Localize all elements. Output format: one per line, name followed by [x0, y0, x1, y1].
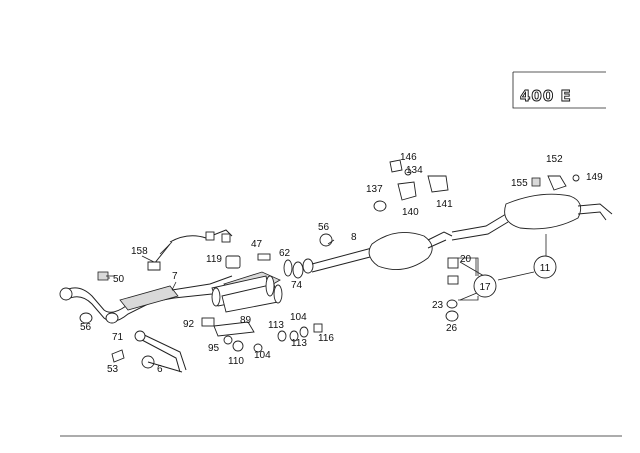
callout-circle-17: 17 [473, 274, 497, 298]
callout-149: 149 [586, 172, 603, 183]
pipe-6 [134, 330, 187, 373]
callout-71: 71 [112, 332, 124, 343]
callout-circle-11: 11 [533, 255, 557, 279]
hanger-17 [445, 257, 477, 322]
bolt-50 [97, 271, 114, 281]
callout-152: 152 [546, 154, 563, 165]
leader-lines [108, 234, 547, 301]
callout-158: 158 [131, 246, 148, 257]
callout-116: 116 [318, 333, 334, 344]
center-pipe [311, 233, 375, 273]
callout-26: 26 [446, 323, 458, 334]
callout-56-lower: 56 [80, 322, 92, 333]
callout-141: 141 [436, 199, 453, 210]
callout-155: 155 [511, 178, 528, 189]
bolt-53 [111, 349, 125, 363]
callout-53: 53 [107, 364, 119, 375]
callout-92: 92 [183, 319, 195, 330]
callout-140: 140 [402, 207, 419, 218]
callout-11: 11 [540, 263, 551, 274]
clamp-56 [79, 312, 93, 324]
callout-23: 23 [432, 300, 444, 311]
callout-104-lower: 104 [254, 350, 271, 361]
callout-8: 8 [351, 232, 357, 243]
callout-17: 17 [479, 282, 491, 293]
callout-137: 137 [366, 184, 383, 195]
front-pipe [59, 285, 179, 324]
model-badge: 400 E [512, 71, 606, 109]
callout-62: 62 [279, 248, 291, 259]
callout-20: 20 [460, 254, 472, 265]
callout-134: 134 [406, 165, 423, 176]
callout-113-right: 113 [291, 338, 307, 349]
callout-7: 7 [172, 271, 178, 282]
bracket-89 [201, 317, 263, 353]
callout-50: 50 [113, 274, 125, 285]
rear-brackets [373, 159, 580, 212]
callout-95: 95 [208, 343, 220, 354]
callout-146: 146 [400, 152, 417, 163]
washers-113 [277, 323, 323, 342]
flange-parts [225, 253, 314, 279]
rear-muffler [504, 193, 613, 230]
callout-47: 47 [251, 239, 263, 250]
callout-6: 6 [157, 364, 163, 375]
oxygen-sensor [147, 229, 233, 271]
rear-pipe [451, 213, 509, 241]
model-badge-text: 400 E [520, 87, 572, 105]
center-muffler [368, 231, 453, 271]
callout-119: 119 [206, 254, 222, 265]
callout-113-left: 113 [268, 320, 284, 331]
callout-74: 74 [291, 280, 303, 291]
callout-56-upper: 56 [318, 222, 330, 233]
callout-104-upper: 104 [290, 312, 307, 323]
callout-110: 110 [228, 356, 244, 367]
catalytic-converter [211, 271, 283, 313]
callout-labels: 152 149 155 146 134 137 140 141 56 8 47 … [80, 152, 603, 375]
callout-89: 89 [240, 315, 252, 326]
